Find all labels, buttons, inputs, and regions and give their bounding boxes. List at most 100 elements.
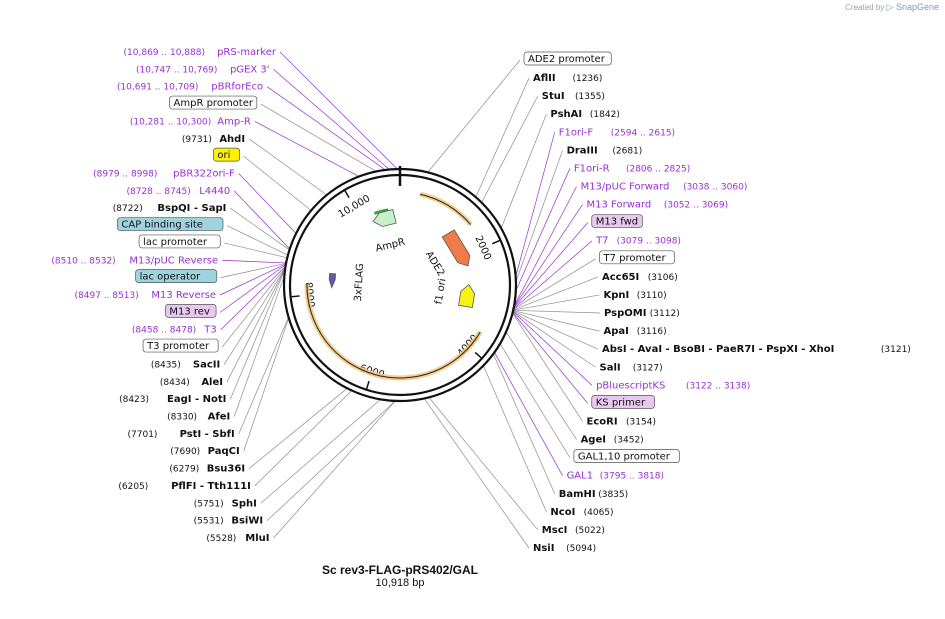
label-gal1-10-promoter[interactable]: GAL1,10 promoter [573,449,680,463]
label-leader-line [234,190,290,250]
label-stui[interactable]: StuI(1355) [542,91,605,102]
label-name: DraIII [567,145,598,156]
label-name: NcoI [550,507,575,518]
label-bsiwi[interactable]: BsiWI(5531) [194,516,263,527]
label-amp-r[interactable]: Amp-R(10,281 .. 10,300) [130,116,251,127]
label-pflfi-tth111i[interactable]: PflFI - Tth111I(6205) [118,481,250,492]
label-kpni[interactable]: KpnI (3110) [603,290,666,301]
label-box [213,147,241,162]
label-psti-sbfi[interactable]: PstI - SbfI(7701) [128,429,235,440]
label-coordinates: (3110) [637,291,667,301]
label-pspomi[interactable]: PspOMI(3112) [604,308,680,319]
label-name: PstI - SbfI [180,429,235,440]
label-leader-line [512,311,596,368]
label-ampr-promoter[interactable]: AmpR promoter [169,95,258,110]
label-m13-rev[interactable]: M13 rev [165,304,217,318]
label-coordinates: (3121) [881,345,911,355]
label-apai[interactable]: ApaI(3116) [603,326,666,337]
orf-band [304,284,483,381]
label-name: AhdI [219,134,245,145]
feature-name: ADE2 [423,249,447,278]
label-aflii[interactable]: AflII(1236) [533,73,602,84]
label-coordinates: (1236) [572,74,602,84]
label-box [169,95,258,110]
label-sali[interactable]: SalI(3127) [600,362,663,373]
label-paqci[interactable]: PaqCI (7690) [170,446,239,457]
label-leader-line [243,155,312,211]
label-f1ori-f[interactable]: F1ori-F(2594 .. 2615) [559,127,675,138]
label-leader-line [273,400,396,539]
label-cap-binding-site[interactable]: CAP binding site [117,217,224,231]
label-lac-operator[interactable]: lac operator [135,269,218,283]
label-leader-line [512,311,593,386]
label-leaders [219,51,601,549]
label-alei[interactable]: AleI(8434) [160,377,223,388]
label-ks-primer[interactable]: KS primer [591,395,655,409]
credit-prefix: Created by [845,3,885,12]
label-agei[interactable]: AgeI(3452) [581,435,644,446]
label-absi-avai-bsobi-paer7i-pspxi-xhoi[interactable]: AbsI - AvaI - BsoBI - PaeR7I - PspXI - X… [602,344,911,355]
label-ahdi[interactable]: AhdI(9731) [182,134,245,145]
label-t7[interactable]: T7(3079 .. 3098) [595,236,681,247]
label-leader-line [513,240,593,310]
snapgene-credit: Created by ▷ SnapGene [845,2,939,13]
label-nsii[interactable]: NsiI(5094) [533,543,596,554]
label-name: PaqCI [208,446,240,457]
label-pgex-3-[interactable]: pGEX 3'(10,747 .. 10,769) [136,64,270,75]
label-pshai[interactable]: PshAI(1842) [550,109,619,120]
label-m13-puc-forward[interactable]: M13/pUC Forward(3038 .. 3060) [581,182,748,193]
label-coordinates: (5094) [566,544,596,554]
label-afei[interactable]: AfeI(8330) [167,412,230,423]
label-ncoi[interactable]: NcoI(4065) [550,507,613,518]
label-eagi-noti[interactable]: EagI - NotI(8423) [119,394,226,405]
label-leader-line [499,343,571,458]
label-leader-line [513,204,583,308]
label-coordinates: (5751) [194,499,224,509]
label-draiii[interactable]: DraIII(2681) [567,145,643,156]
label-bamhi[interactable]: BamHI(3835) [559,489,628,500]
label-coordinates: (1355) [575,92,605,102]
label-leader-line [512,312,589,404]
label-pbr322ori-f[interactable]: pBR322ori-F(8979 .. 8998) [93,169,235,180]
label-bspqi-sapi[interactable]: BspQI - SapI(8722) [113,203,227,214]
label-pbluescriptks[interactable]: pBluescriptKS(3122 .. 3138) [596,380,750,391]
label-t3[interactable]: T3(8458 .. 8478) [132,325,217,336]
feature-shape [441,229,471,267]
label-leader-line [222,259,287,264]
label-m13-reverse[interactable]: M13 Reverse(8497 .. 8513) [75,290,217,301]
label-coordinates: (3052 .. 3069) [664,201,728,211]
label-ori[interactable]: ori [213,147,241,162]
label-sphi[interactable]: SphI (5751) [194,498,257,509]
label-l4440[interactable]: L4440(8728 .. 8745) [126,186,230,197]
label-m13-fwd[interactable]: M13 fwd [591,214,643,229]
orf-line [420,193,472,225]
label-t3-promoter[interactable]: T3 promoter [142,338,219,353]
label-name: pRS-marker [217,47,277,58]
label-ecori[interactable]: EcoRI(3154) [587,416,656,427]
label-name: BsiWI [231,516,263,527]
label-name: KpnI [603,290,629,301]
label-leader-line [481,95,539,203]
label-ade2-promoter[interactable]: ADE2 promoter [523,51,612,66]
label-acc65i[interactable]: Acc65I(3106) [602,272,678,283]
label-name: SphI [232,498,257,509]
label-m13-forward[interactable]: M13 Forward(3052 .. 3069) [587,200,729,211]
label-leader-line [500,114,547,229]
label-sacii[interactable]: SacII(8435) [151,359,220,370]
label-gal1[interactable]: GAL1(3795 .. 3818) [567,471,664,482]
label-mlui[interactable]: MluI(5528) [206,533,269,544]
label-pbrforeco[interactable]: pBRforEco(10,691 .. 10,709) [117,82,263,93]
label-prs-marker[interactable]: pRS-marker(10,869 .. 10,888) [124,47,277,58]
label-t7-promoter[interactable]: T7 promoter [599,250,675,265]
label-leader-line [226,268,286,382]
label-m13-puc-reverse[interactable]: M13/pUC Reverse(8510 .. 8532) [51,255,218,266]
label-leader-line [513,309,601,314]
label-leader-line [221,267,286,348]
label-bsu36i[interactable]: Bsu36I(6279) [169,464,245,475]
label-coordinates: (8728 .. 8745) [126,187,190,197]
label-f1ori-r[interactable]: F1ori-R(2806 .. 2825) [574,163,690,174]
label-coordinates: (10,747 .. 10,769) [136,65,217,75]
label-msci[interactable]: MscI(5022) [542,525,605,536]
label-coordinates: (7690) [170,447,200,457]
label-lac-promoter[interactable]: lac promoter [138,234,221,249]
